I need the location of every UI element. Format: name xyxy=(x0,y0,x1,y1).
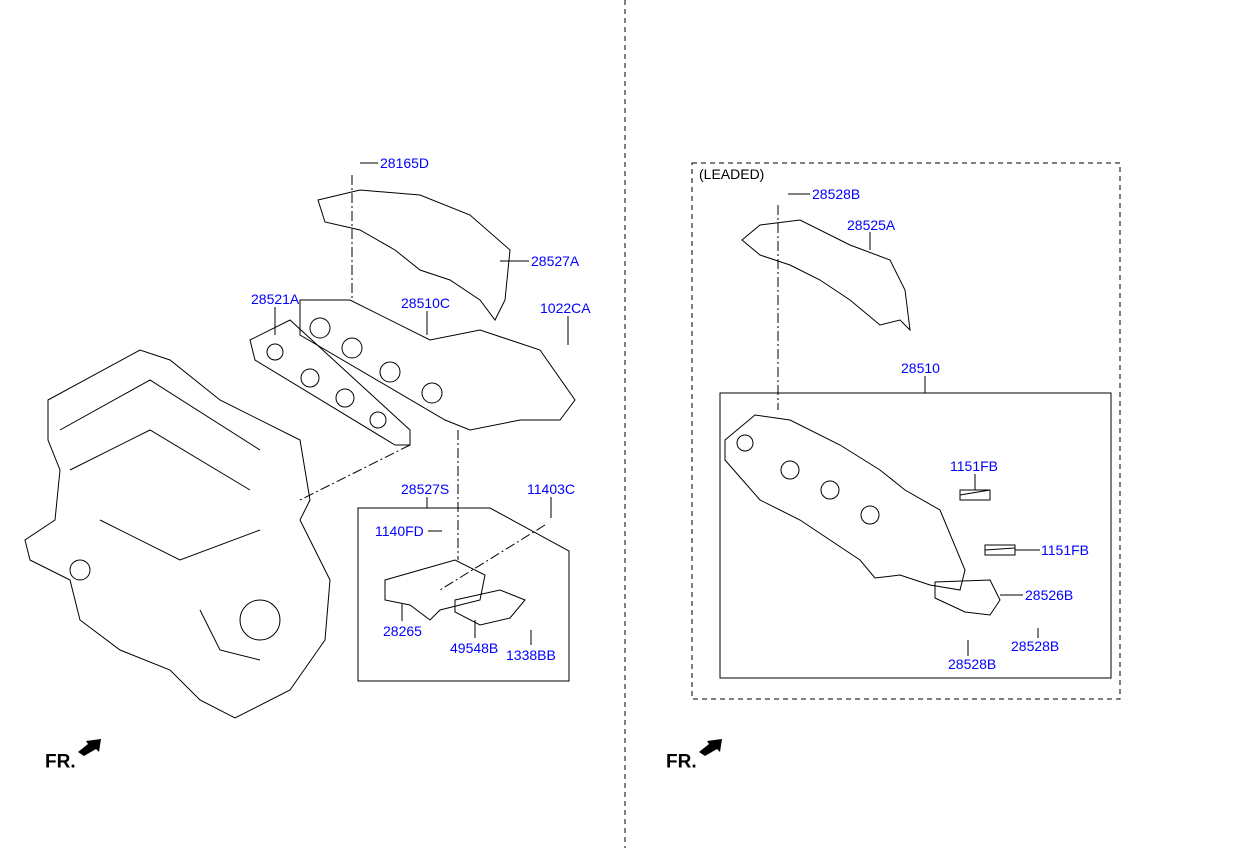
assembly-28510-box xyxy=(719,392,1112,679)
front-arrow-icon xyxy=(78,739,101,756)
part-label-28521A[interactable]: 28521A xyxy=(251,291,300,307)
part-label-28526B[interactable]: 28526B xyxy=(1025,587,1074,603)
bracket-box xyxy=(357,507,570,682)
manifold-28510C xyxy=(299,299,576,431)
part-label-1140FD[interactable]: 1140FD xyxy=(375,523,424,539)
part-label-11403C[interactable]: 11403C xyxy=(527,481,576,497)
part-label-28528B[interactable]: 28528B xyxy=(948,656,997,672)
part-label-28510C[interactable]: 28510C xyxy=(401,295,451,311)
part-label-1338BB[interactable]: 1338BB xyxy=(506,647,556,663)
part-label-1022CA[interactable]: 1022CA xyxy=(540,300,591,316)
gasket-28521A xyxy=(249,319,411,446)
manifold-28510 xyxy=(724,414,966,591)
front-marker: FR. xyxy=(666,751,697,773)
part-label-28265[interactable]: 28265 xyxy=(383,623,422,639)
engine-block xyxy=(24,349,331,719)
bracket-49548B xyxy=(454,589,526,626)
part-label-49548B[interactable]: 49548B xyxy=(450,640,499,656)
part-label-28510[interactable]: 28510 xyxy=(901,360,940,376)
leaded-variant-box xyxy=(691,162,1121,700)
part-label-1151FB[interactable]: 1151FB xyxy=(1041,542,1089,558)
front-arrow-icon xyxy=(699,739,722,756)
part-label-28165D[interactable]: 28165D xyxy=(380,155,430,171)
part-label-1151FB[interactable]: 1151FB xyxy=(950,458,998,474)
heat-shield-28525A xyxy=(741,219,911,332)
variant-label: (LEADED) xyxy=(699,166,765,182)
front-marker: FR. xyxy=(45,751,76,773)
part-label-28525A[interactable]: 28525A xyxy=(847,217,896,233)
bracket-28265 xyxy=(384,559,486,621)
bracket-28526B xyxy=(934,579,1001,616)
part-label-28528B[interactable]: 28528B xyxy=(1011,638,1060,654)
heat-shield-28527A xyxy=(317,189,511,321)
part-label-28527S[interactable]: 28527S xyxy=(401,481,450,497)
part-label-28527A[interactable]: 28527A xyxy=(531,253,580,269)
part-label-28528B[interactable]: 28528B xyxy=(812,186,861,202)
